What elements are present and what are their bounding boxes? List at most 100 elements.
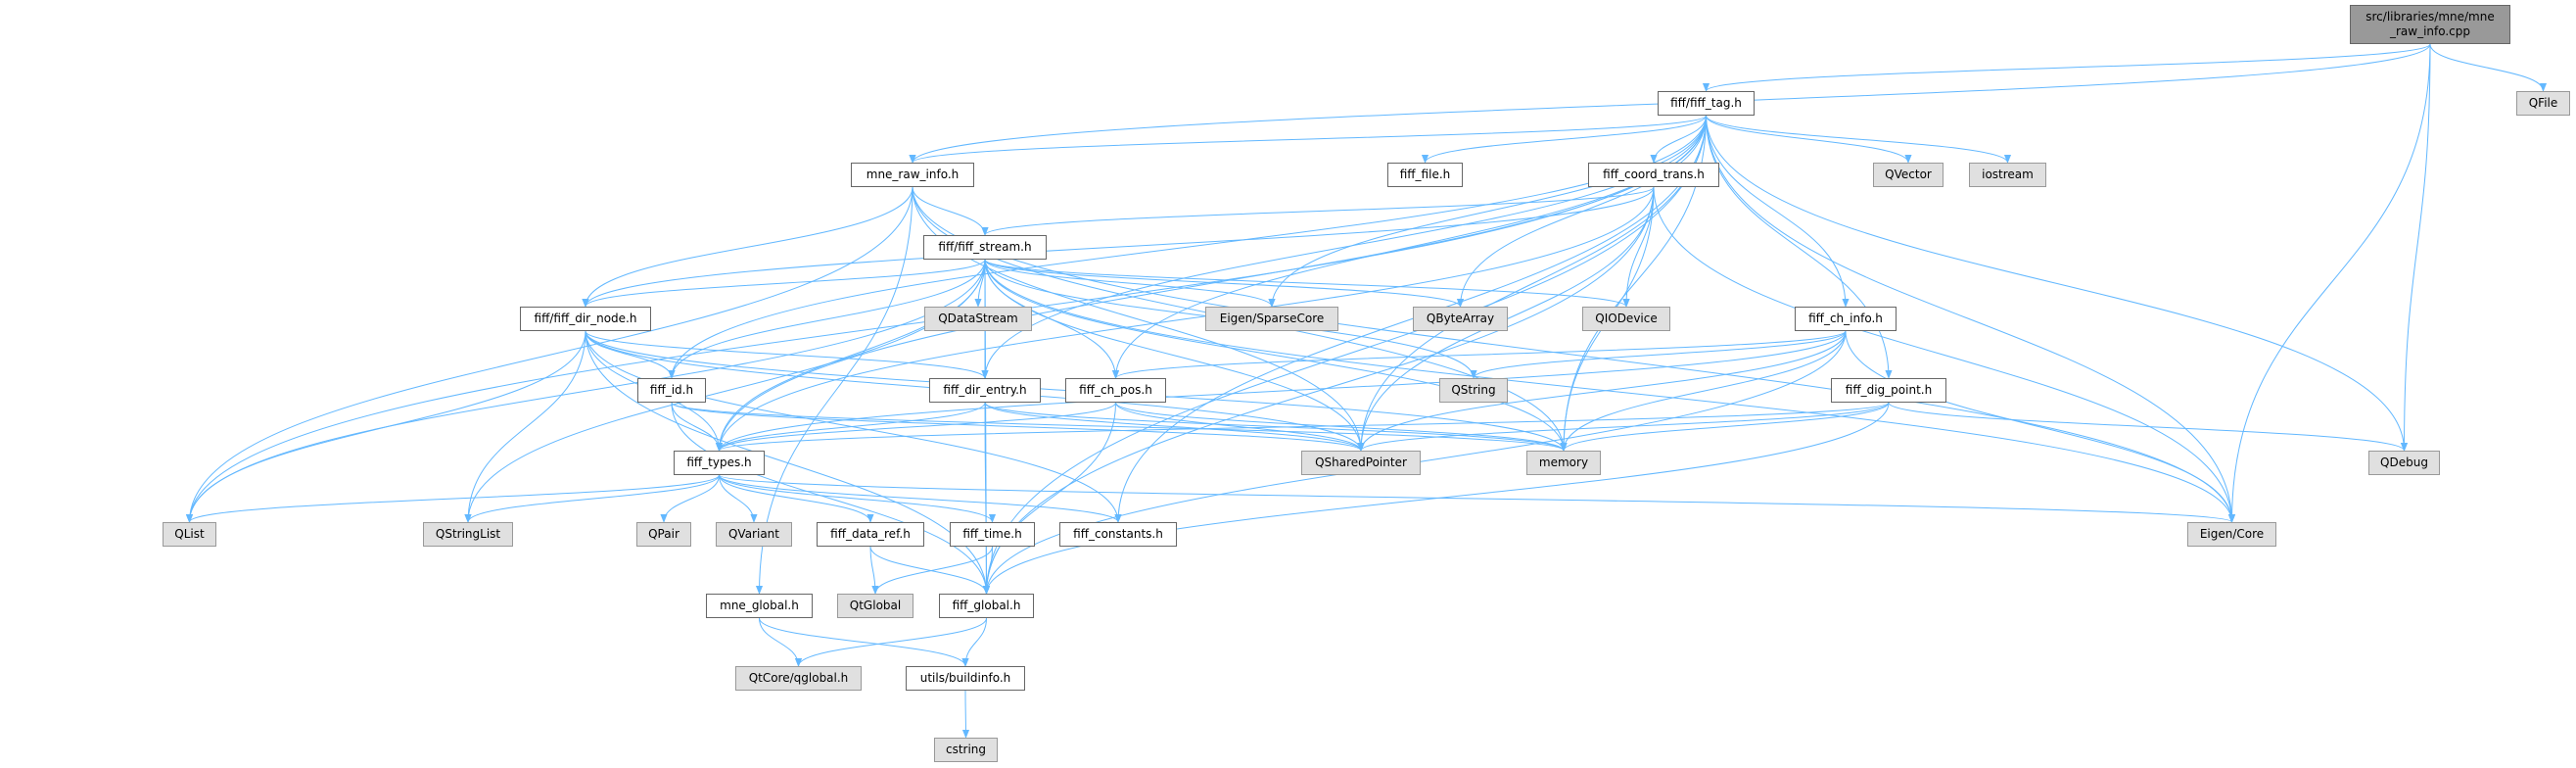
- node-QFile[interactable]: QFile: [2516, 91, 2570, 116]
- edge-fiff_stream-to-QSharedPointer: [984, 259, 1365, 452]
- edge-mne_raw_info-to-mne_global: [755, 186, 913, 595]
- node-mne-global[interactable]: mne_global.h: [706, 594, 813, 618]
- edge-fiff_coord_trans-to-fiff_dir_node: [582, 186, 1655, 308]
- edge-fiff_coord_trans-to-fiff_types: [715, 186, 1655, 452]
- edge-fiff_types-to-fiff_constants: [719, 474, 1122, 523]
- edge-fiff_tag-to-fiff_dig_point: [1706, 115, 1893, 379]
- edge-fiff_tag-to-fiff_constants: [1114, 115, 1707, 523]
- edge-root-to-QDebug: [2400, 43, 2431, 452]
- edge-fiff_stream-to-QByteArray: [984, 259, 1464, 308]
- edge-fiff_ch_pos-to-memory: [1115, 402, 1568, 452]
- edge-fiff_types-to-EigenCore: [719, 474, 2235, 523]
- edge-fiff_types-to-QList: [186, 474, 720, 523]
- node-root[interactable]: src/libraries/mne/mne _raw_info.cpp: [2350, 5, 2510, 44]
- node-fiff-data-ref[interactable]: fiff_data_ref.h: [817, 522, 924, 547]
- node-cstring[interactable]: cstring: [934, 738, 998, 762]
- edge-fiff_tag-to-fiff_ch_pos: [1111, 115, 1707, 379]
- edge-fiff_tag-to-QVector: [1706, 115, 1912, 164]
- edge-mne_global-to-buildinfo: [759, 617, 969, 667]
- edge-mne_global-to-qglobal: [759, 617, 803, 667]
- edge-fiff_tag-to-fiff_global: [982, 115, 1707, 595]
- edge-fiff_tag-to-SparseCore: [1268, 115, 1707, 308]
- edge-fiff_dig_point-to-QSharedPointer: [1357, 402, 1890, 452]
- edge-fiff_dir_entry-to-QSharedPointer: [984, 402, 1365, 452]
- edge-fiff_ch_pos-to-QSharedPointer: [1115, 402, 1365, 452]
- edge-fiff_types-to-QVariant: [719, 474, 758, 523]
- node-fiff-types[interactable]: fiff_types.h: [674, 451, 765, 475]
- node-QVariant[interactable]: QVariant: [716, 522, 792, 547]
- edge-fiff_ch_pos-to-fiff_global: [982, 402, 1116, 595]
- node-fiff-tag[interactable]: fiff/fiff_tag.h: [1658, 91, 1755, 116]
- node-QDebug[interactable]: QDebug: [2368, 451, 2440, 475]
- node-qglobal[interactable]: QtCore/qglobal.h: [735, 666, 862, 691]
- node-fiff-ch-info[interactable]: fiff_ch_info.h: [1795, 307, 1897, 331]
- edge-fiff_tag-to-fiff_dir_entry: [981, 115, 1707, 379]
- node-buildinfo[interactable]: utils/buildinfo.h: [906, 666, 1025, 691]
- edge-fiff_dig_point-to-QDebug: [1888, 402, 2408, 452]
- node-QList[interactable]: QList: [163, 522, 216, 547]
- edge-fiff_ch_info-to-fiff_ch_pos: [1112, 330, 1847, 379]
- node-SparseCore[interactable]: Eigen/SparseCore: [1205, 307, 1338, 331]
- edge-fiff_dig_point-to-memory: [1560, 402, 1890, 452]
- node-fiff-id[interactable]: fiff_id.h: [637, 378, 706, 403]
- node-QVector[interactable]: QVector: [1873, 163, 1944, 187]
- node-fiff-dig-point[interactable]: fiff_dig_point.h: [1831, 378, 1946, 403]
- node-QIODevice[interactable]: QIODevice: [1582, 307, 1670, 331]
- node-fiff-constants[interactable]: fiff_constants.h: [1059, 522, 1177, 547]
- edge-fiff_time-to-QtGlobal: [871, 546, 993, 595]
- node-mne-raw-info[interactable]: mne_raw_info.h: [851, 163, 974, 187]
- edge-fiff_dig_point-to-fiff_types: [716, 402, 1890, 452]
- edge-fiff_time-to-fiff_global: [982, 546, 993, 595]
- edge-fiff_global-to-qglobal: [794, 617, 987, 667]
- edge-fiff_tag-to-fiff_file: [1421, 115, 1707, 164]
- edge-fiff_id-to-QSharedPointer: [671, 402, 1365, 452]
- edge-fiff_id-to-fiff_global: [671, 402, 991, 595]
- edge-fiff_coord_trans-to-EigenCore: [1653, 186, 2236, 523]
- edge-fiff_types-to-QStringList: [464, 474, 720, 523]
- edge-fiff_stream-to-SparseCore: [984, 259, 1276, 308]
- node-fiff-coord-trans[interactable]: fiff_coord_trans.h: [1588, 163, 1719, 187]
- edge-fiff_dir_node-to-fiff_dir_entry: [585, 330, 989, 379]
- edge-fiff_dir_node-to-QList: [185, 330, 586, 523]
- edge-fiff_types-to-fiff_time: [719, 474, 997, 523]
- node-QStringList[interactable]: QStringList: [423, 522, 513, 547]
- edge-fiff_stream-to-fiff_id: [668, 259, 986, 379]
- node-QPair[interactable]: QPair: [636, 522, 691, 547]
- node-EigenCore[interactable]: Eigen/Core: [2187, 522, 2276, 547]
- node-QtGlobal[interactable]: QtGlobal: [837, 594, 913, 618]
- edge-fiff_ch_pos-to-fiff_types: [716, 402, 1116, 452]
- edge-fiff_stream-to-fiff_dir_node: [582, 259, 986, 308]
- edge-fiff_stream-to-memory: [984, 259, 1568, 452]
- node-fiff-ch-pos[interactable]: fiff_ch_pos.h: [1065, 378, 1166, 403]
- node-QDataStream[interactable]: QDataStream: [924, 307, 1032, 331]
- edge-root-to-fiff_tag: [1703, 43, 2431, 92]
- node-QString[interactable]: QString: [1439, 378, 1508, 403]
- node-fiff-dir-node[interactable]: fiff/fiff_dir_node.h: [520, 307, 651, 331]
- edge-buildinfo-to-cstring: [961, 690, 970, 739]
- edge-fiff_ch_info-to-memory: [1560, 330, 1847, 452]
- node-QSharedPointer[interactable]: QSharedPointer: [1301, 451, 1421, 475]
- edge-fiff_tag-to-fiff_ch_info: [1706, 115, 1850, 308]
- edge-fiff_ch_info-to-EigenCore: [1845, 330, 2236, 523]
- node-fiff-stream[interactable]: fiff/fiff_stream.h: [923, 235, 1047, 260]
- edge-fiff_stream-to-QIODevice: [984, 259, 1630, 308]
- node-fiff-file[interactable]: fiff_file.h: [1387, 163, 1463, 187]
- edge-fiff_dir_entry-to-memory: [984, 402, 1568, 452]
- edge-mne_raw_info-to-QList: [185, 186, 913, 523]
- node-memory[interactable]: memory: [1526, 451, 1601, 475]
- edge-fiff_types-to-QPair: [660, 474, 720, 523]
- node-fiff-global[interactable]: fiff_global.h: [939, 594, 1034, 618]
- edge-fiff_tag-to-iostream: [1706, 115, 2011, 164]
- edge-fiff_data_ref-to-fiff_global: [869, 546, 991, 595]
- node-fiff-time[interactable]: fiff_time.h: [950, 522, 1035, 547]
- node-fiff-dir-entry[interactable]: fiff_dir_entry.h: [929, 378, 1041, 403]
- edge-fiff_global-to-buildinfo: [961, 617, 987, 667]
- node-iostream[interactable]: iostream: [1969, 163, 2046, 187]
- node-QByteArray[interactable]: QByteArray: [1413, 307, 1508, 331]
- edge-fiff_dir_entry-to-fiff_types: [715, 402, 986, 452]
- edge-fiff_ch_info-to-QString: [1470, 330, 1847, 379]
- edge-fiff_coord_trans-to-fiff_stream: [981, 186, 1655, 236]
- edge-fiff_types-to-fiff_data_ref: [719, 474, 874, 523]
